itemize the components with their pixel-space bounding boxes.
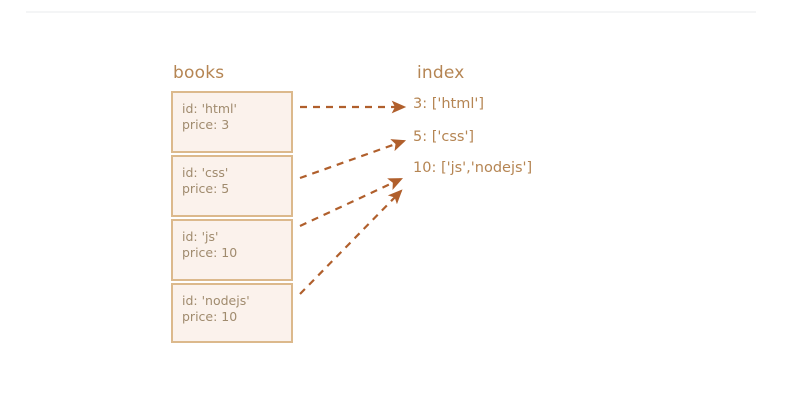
book-price-line: price: 5 — [182, 181, 230, 196]
top-divider-rule — [26, 11, 756, 13]
arrow-nodejs-to-10 — [299, 189, 403, 295]
index-entry-10: 10: ['js','nodejs'] — [413, 160, 533, 176]
index-entry-5: 5: ['css'] — [413, 129, 475, 145]
book-id-line: id: 'nodejs' — [182, 293, 250, 308]
book-id-line: id: 'html' — [182, 101, 237, 116]
arrow-js-to-10 — [299, 178, 403, 227]
book-record-css[interactable]: id: 'css' price: 5 — [171, 155, 293, 217]
book-record-js[interactable]: id: 'js' price: 10 — [171, 219, 293, 281]
book-id-line: id: 'js' — [182, 229, 219, 244]
book-id-line: id: 'css' — [182, 165, 229, 180]
arrow-css-to-5 — [299, 139, 407, 180]
book-price-line: price: 10 — [182, 245, 238, 260]
book-record-html[interactable]: id: 'html' price: 3 — [171, 91, 293, 153]
index-column-heading: index — [417, 63, 465, 83]
index-entry-3: 3: ['html'] — [413, 96, 485, 112]
book-record-nodejs[interactable]: id: 'nodejs' price: 10 — [171, 283, 293, 343]
books-column-heading: books — [173, 63, 225, 83]
book-price-line: price: 3 — [182, 117, 230, 132]
book-price-line: price: 10 — [182, 309, 238, 324]
